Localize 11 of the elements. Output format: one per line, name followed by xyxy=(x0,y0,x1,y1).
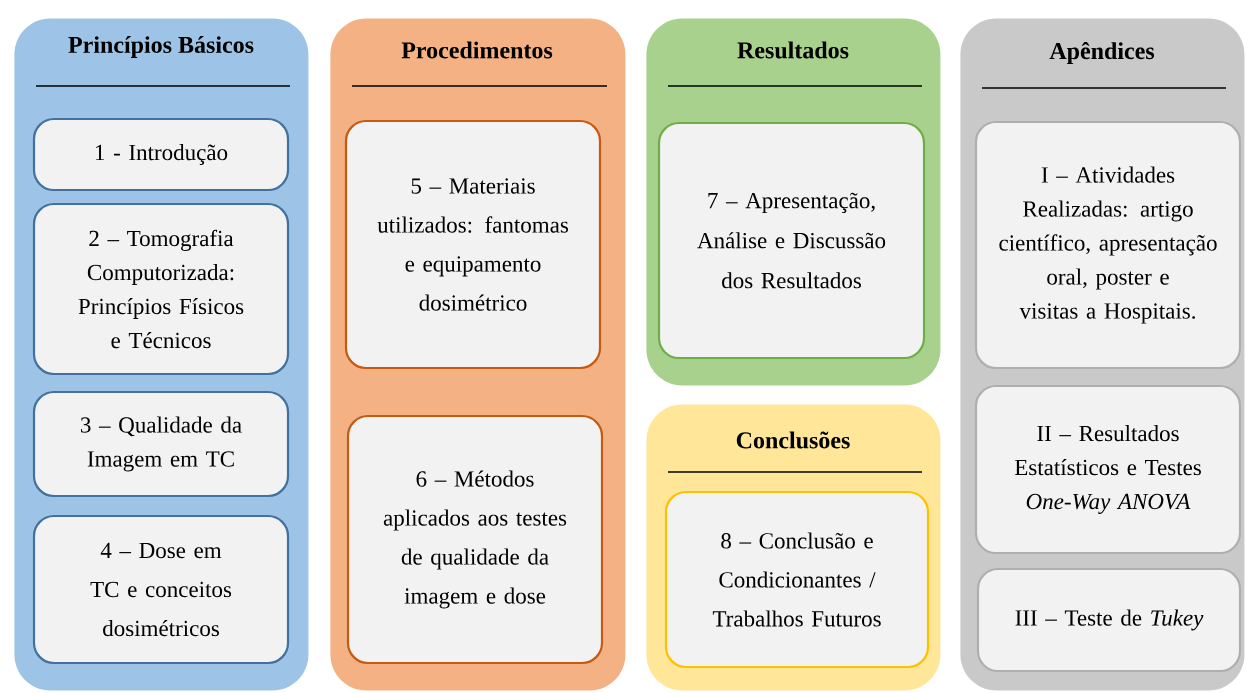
topic-box: 1 - Introdução xyxy=(32,117,290,192)
topic-box: 4 – Dose em TC e conceitos dosimétricos xyxy=(32,514,290,665)
topic-box: 7 – Apresentação, Análise e Discussão dos Resultados xyxy=(657,121,926,360)
topic-box: 2 – Tomografia Computorizada: Princípios Físicos e Técnicos xyxy=(32,202,290,376)
topic-box: 5 – Materiais utilizados: fantomas e equipamento dosimétrico xyxy=(344,119,602,370)
topic-box: 6 – Métodos aplicados aos testes de qualidade da imagem e dose xyxy=(346,414,604,665)
topic-box: 3 – Qualidade da Imagem em TC xyxy=(32,390,290,498)
topic-box: 8 – Conclusão e Condicionantes / Trabalhos Futuros xyxy=(664,490,930,669)
topic-box: III – Teste de Tukey xyxy=(976,567,1242,673)
topic-box: I – Atividades Realizadas: artigo científico, apresentação oral, poster e visitas a Hospitais. xyxy=(974,120,1242,370)
topic-box: II – Resultados Estatísticos e Testes One-Way ANOVA xyxy=(974,384,1242,555)
